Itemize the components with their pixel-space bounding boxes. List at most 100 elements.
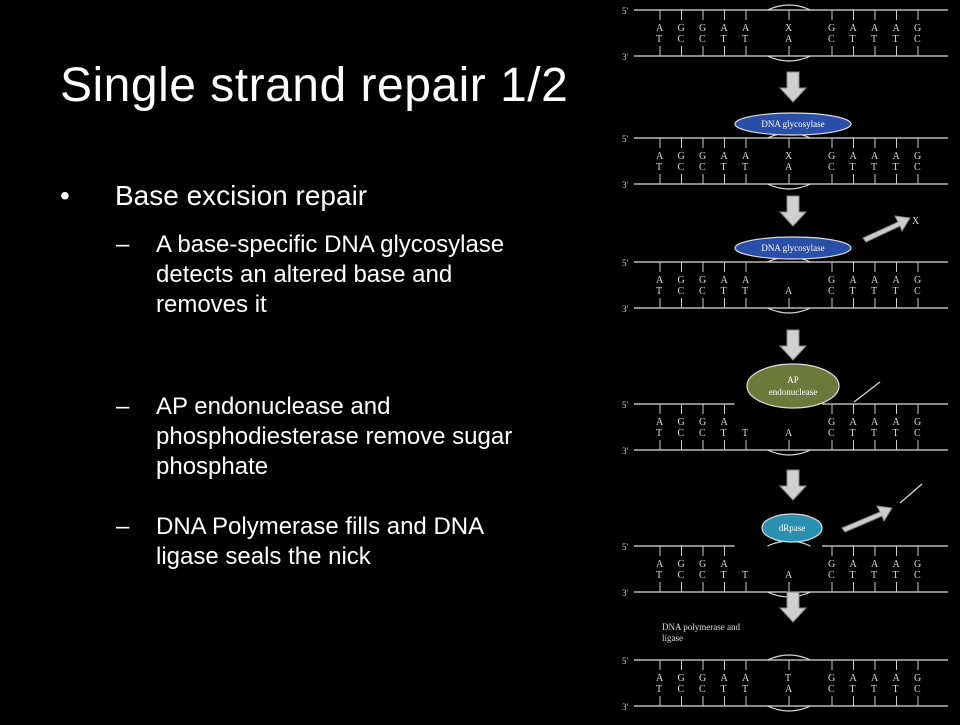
base-letter: T xyxy=(893,286,899,297)
base-letter: C xyxy=(699,684,706,695)
base-letter: A xyxy=(721,417,729,428)
base-letter: A xyxy=(721,275,729,286)
base-letter: G xyxy=(678,673,685,684)
base-letter: C xyxy=(678,684,685,695)
base-letter: C xyxy=(914,162,921,173)
base-letter: A xyxy=(850,275,858,286)
base-letter: C xyxy=(914,570,921,581)
enzyme-shape xyxy=(734,112,852,136)
base-letter: G xyxy=(828,417,835,428)
enzyme-label: DNA glycosylase xyxy=(761,243,824,253)
five-prime-label: 5' xyxy=(622,258,629,268)
base-letter: G xyxy=(678,275,685,286)
base-letter: A xyxy=(871,417,879,428)
five-prime-label: 5' xyxy=(622,6,629,16)
bottom-bulge xyxy=(767,55,811,62)
base-letter: C xyxy=(699,34,706,45)
base-letter: C xyxy=(699,428,706,439)
base-letter: G xyxy=(678,417,685,428)
subbullet-marker: – xyxy=(116,513,130,540)
base-letter: A xyxy=(850,417,858,428)
three-prime-label: 3' xyxy=(622,180,629,190)
subbullet-text: DNA Polymerase fills and DNA ligase seal… xyxy=(156,513,483,570)
base-letter: T xyxy=(721,286,727,297)
base-letter: C xyxy=(828,286,835,297)
base-letter: G xyxy=(914,417,921,428)
base-letter: A xyxy=(871,275,879,286)
base-letter: T xyxy=(871,162,877,173)
release-arrow xyxy=(841,505,893,533)
subbullet-text: A base-specific DNA glycosylase detects … xyxy=(156,231,505,318)
base-letter: A xyxy=(721,559,729,570)
bottom-bulge xyxy=(767,449,811,456)
base-letter: T xyxy=(893,34,899,45)
base-letter: A xyxy=(656,151,664,162)
base-letter: T xyxy=(742,162,748,173)
base-letter: A xyxy=(871,23,879,34)
base-letter: C xyxy=(678,428,685,439)
three-prime-label: 3' xyxy=(622,52,629,62)
bullet-marker: • xyxy=(60,180,70,211)
down-arrow xyxy=(778,195,808,227)
three-prime-label: 3' xyxy=(622,446,629,456)
base-letter: A xyxy=(785,162,793,173)
base-letter: T xyxy=(871,684,877,695)
down-arrow xyxy=(778,469,808,501)
base-letter: X xyxy=(785,23,793,34)
final-step-label: DNA polymerase and xyxy=(662,622,740,632)
base-letter: T xyxy=(850,570,856,581)
base-letter: G xyxy=(699,275,706,286)
base-letter: C xyxy=(828,34,835,45)
base-letter: C xyxy=(828,570,835,581)
final-step-label: ligase xyxy=(662,633,683,643)
base-letter: A xyxy=(893,673,901,684)
base-letter: G xyxy=(914,151,921,162)
base-letter: T xyxy=(871,34,877,45)
base-letter: T xyxy=(742,684,748,695)
bottom-bulge xyxy=(767,307,811,314)
bottom-bulge xyxy=(767,705,811,712)
enzyme-shape xyxy=(761,513,823,543)
five-prime-label: 5' xyxy=(622,656,629,666)
base-letter: C xyxy=(678,162,685,173)
base-letter: T xyxy=(893,162,899,173)
three-prime-label: 3' xyxy=(622,588,629,598)
subbullet-marker: – xyxy=(116,231,130,258)
down-arrow xyxy=(778,71,808,103)
base-letter: T xyxy=(850,34,856,45)
base-letter: T xyxy=(850,162,856,173)
base-letter: A xyxy=(785,570,793,581)
base-letter: T xyxy=(656,428,662,439)
base-letter: A xyxy=(656,559,664,570)
base-letter: C xyxy=(678,570,685,581)
enzyme-shape xyxy=(734,236,852,260)
base-letter: A xyxy=(893,151,901,162)
base-letter: T xyxy=(656,162,662,173)
base-letter: T xyxy=(850,286,856,297)
release-arrow xyxy=(862,215,911,243)
base-letter: A xyxy=(721,23,729,34)
bottom-bulge xyxy=(767,183,811,190)
base-letter: C xyxy=(828,162,835,173)
base-letter: G xyxy=(914,275,921,286)
diagram-canvas: 5'3'ATGCGCATATXAGCATATATGC5'3'ATGCGCATAT… xyxy=(622,4,948,712)
base-letter: A xyxy=(721,673,729,684)
base-letter: C xyxy=(914,286,921,297)
base-letter: T xyxy=(656,34,662,45)
base-letter: G xyxy=(914,559,921,570)
base-letter: T xyxy=(656,286,662,297)
top-bulge xyxy=(767,654,811,661)
base-letter: G xyxy=(699,673,706,684)
base-letter: A xyxy=(850,23,858,34)
base-letter: C xyxy=(914,34,921,45)
base-letter: T xyxy=(850,684,856,695)
base-letter: G xyxy=(678,559,685,570)
top-bulge xyxy=(767,4,811,11)
base-letter: A xyxy=(785,286,793,297)
base-letter: A xyxy=(850,151,858,162)
base-letter: T xyxy=(742,286,748,297)
base-letter: C xyxy=(699,570,706,581)
base-letter: T xyxy=(721,162,727,173)
base-letter: T xyxy=(656,684,662,695)
